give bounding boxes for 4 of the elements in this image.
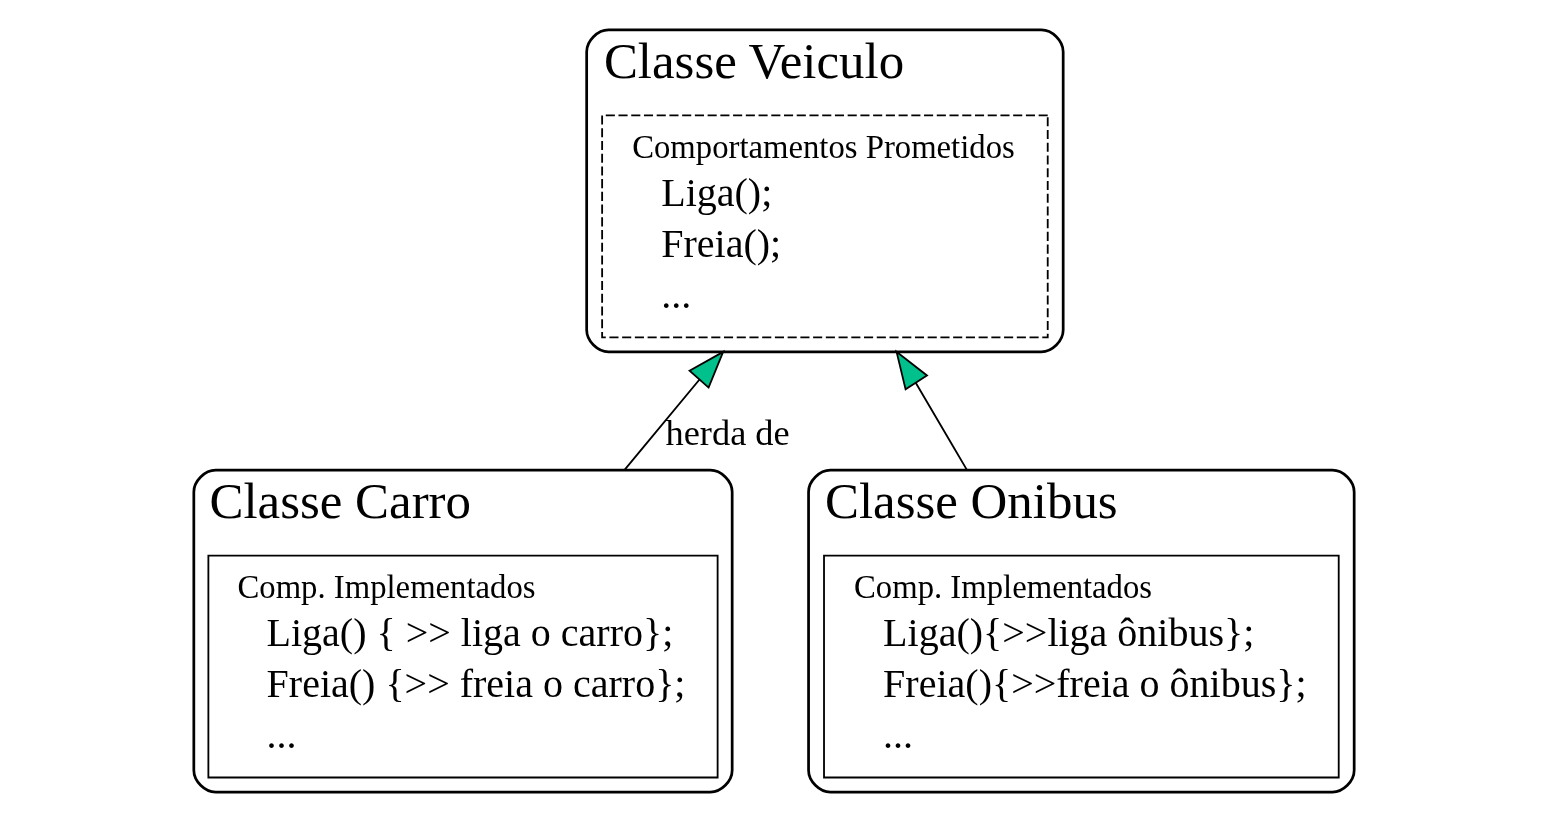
- node-box: Comp. Implementados Liga() { >> liga o carro}; Freia() {>> freia o carro}; ...: [206, 554, 719, 779]
- node-box: Comp. Implementados Liga(){>>liga ônibus}; Freia(){>>freia o ônibus}; ...: [822, 554, 1340, 779]
- edge-label: herda de: [665, 412, 790, 453]
- node-box: Comportamentos Prometidos Liga(); Freia(); ...: [600, 114, 1049, 339]
